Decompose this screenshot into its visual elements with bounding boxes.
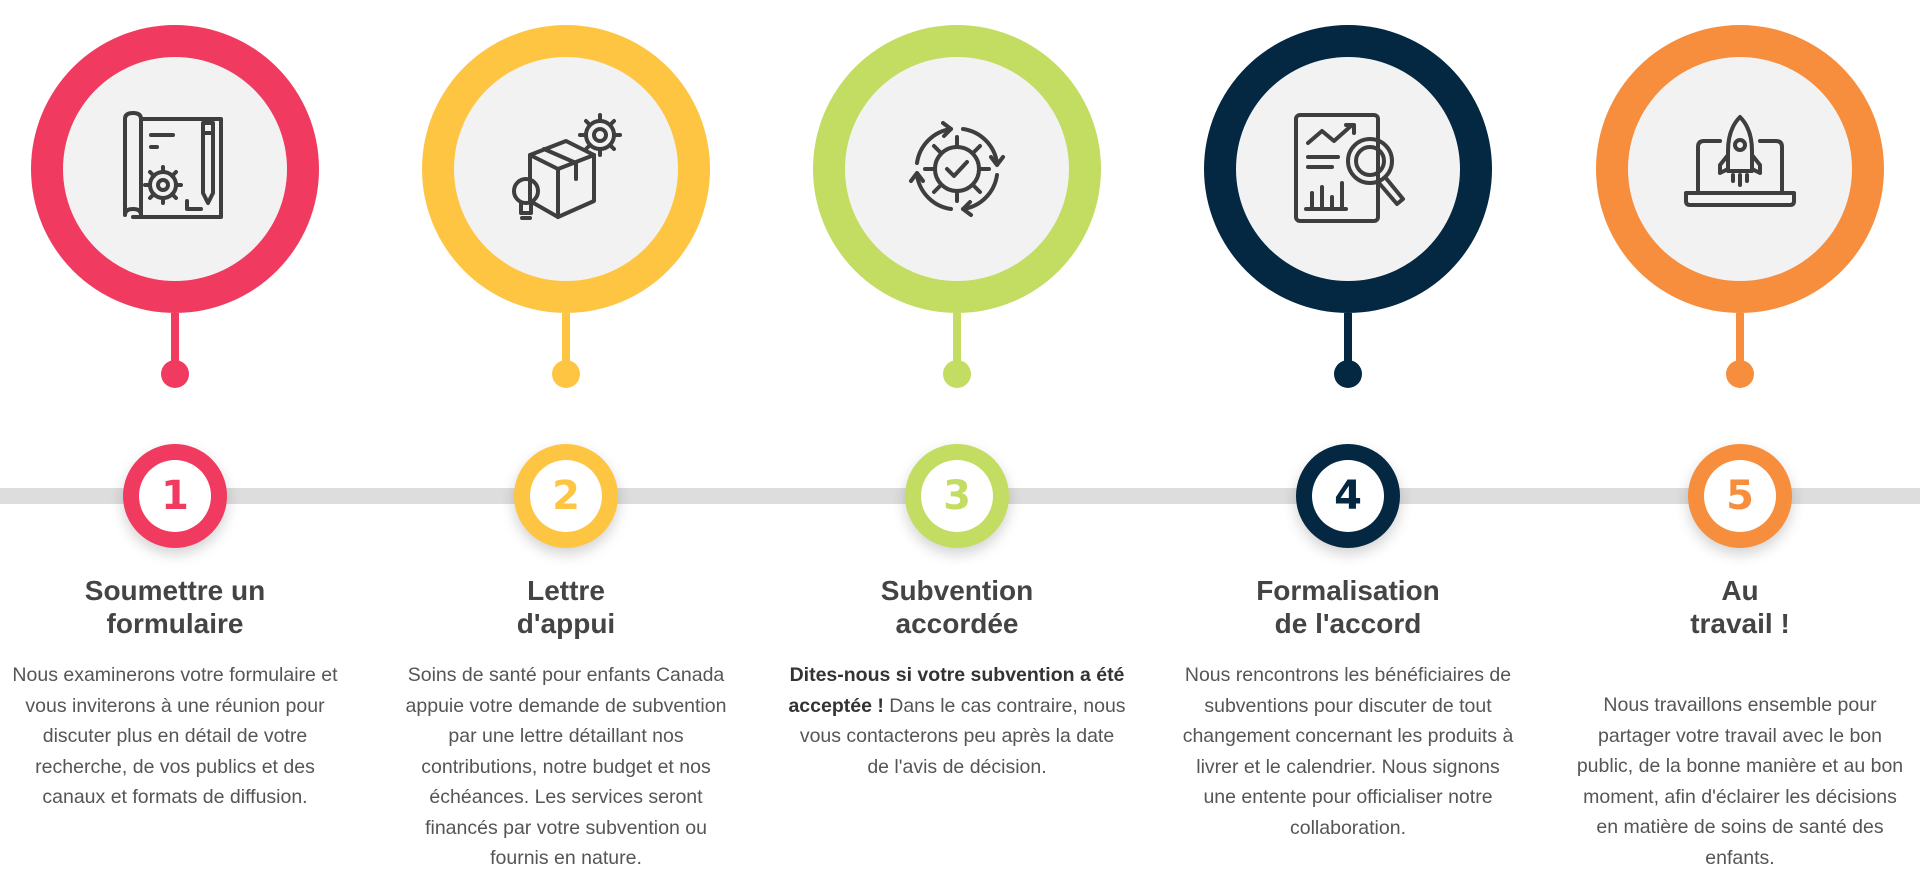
- step-2-number-badge: 2: [514, 444, 618, 548]
- step-2-number: 2: [530, 460, 602, 532]
- step-1-description: Nous examinerons votre formulaire et vou…: [12, 664, 338, 808]
- step-2: 2 Lettre d'appui Soins de santé pour enf…: [376, 0, 756, 892]
- step-5-connector: [1736, 313, 1744, 373]
- step-1-title: Soumettre un formulaire: [84, 575, 266, 639]
- step-5-number-badge: 5: [1688, 444, 1792, 548]
- step-5-icon-circle: [1628, 57, 1852, 281]
- step-1-connector: [171, 313, 179, 373]
- step-3-number: 3: [921, 460, 993, 532]
- step-5-icon-ring: [1596, 25, 1884, 313]
- step-5-description: Nous travaillons ensemble pour partager …: [1576, 694, 1904, 869]
- step-4-connector: [1344, 313, 1352, 373]
- laptop-rocket-icon: [1684, 115, 1796, 207]
- step-4-title: Formalisation de l'accord: [1256, 575, 1440, 639]
- step-1-connector-dot: [161, 360, 189, 388]
- step-5: 5 Au travail ! Nous travaillons ensemble…: [1550, 0, 1920, 892]
- step-1-icon-circle: [63, 57, 287, 281]
- step-1: 1 Soumettre un formulaire Nous examinero…: [0, 0, 365, 892]
- box-gear-lightbulb-icon: [512, 113, 622, 220]
- step-3-description-text: Dans le cas contraire, nous vous contact…: [799, 694, 1126, 778]
- step-1-icon-ring: [31, 25, 319, 313]
- step-3-connector: [953, 313, 961, 373]
- step-4-description: Nous rencontrons les bénéficiaires de su…: [1182, 664, 1514, 839]
- step-3-icon-circle: [845, 57, 1069, 281]
- step-2-connector: [562, 313, 570, 373]
- step-2-description: Soins de santé pour enfants Canada appui…: [405, 664, 727, 869]
- step-1-number: 1: [139, 460, 211, 532]
- step-2-icon-circle: [454, 57, 678, 281]
- step-3: 3 Subvention accordée Dites-nous si votr…: [767, 0, 1147, 892]
- step-3-connector-dot: [943, 360, 971, 388]
- step-5-number: 5: [1704, 460, 1776, 532]
- step-3-title: Subvention accordée: [880, 575, 1034, 639]
- step-4-connector-dot: [1334, 360, 1362, 388]
- step-3-description: Dites-nous si votre subvention a été acc…: [787, 660, 1127, 782]
- blueprint-gear-pencil-icon: [123, 111, 223, 219]
- step-2-connector-dot: [552, 360, 580, 388]
- step-3-description-highlight: Dites-nous si votre subvention a été acc…: [788, 664, 1125, 717]
- gear-check-cycle-icon: [909, 121, 1005, 217]
- step-4: 4 Formalisation de l'accord Nous rencont…: [1158, 0, 1538, 892]
- step-4-icon-ring: [1204, 25, 1492, 313]
- step-3-icon-ring: [813, 25, 1101, 313]
- step-3-number-badge: 3: [905, 444, 1009, 548]
- step-2-title: Lettre d'appui: [516, 575, 616, 639]
- step-4-icon-circle: [1236, 57, 1460, 281]
- step-1-number-badge: 1: [123, 444, 227, 548]
- step-4-number-badge: 4: [1296, 444, 1400, 548]
- report-magnifier-icon: [1294, 113, 1405, 223]
- step-5-title: Au travail !: [1690, 575, 1790, 639]
- step-4-number: 4: [1312, 460, 1384, 532]
- step-2-icon-ring: [422, 25, 710, 313]
- step-5-connector-dot: [1726, 360, 1754, 388]
